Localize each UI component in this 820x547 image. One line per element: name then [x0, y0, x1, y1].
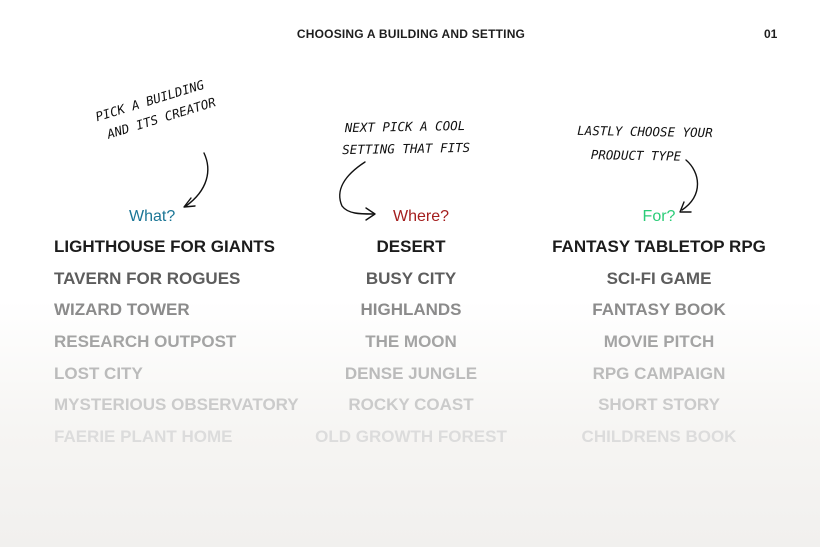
option-item[interactable]: OLD GROWTH FOREST: [315, 427, 507, 447]
page-number: 01: [764, 27, 778, 41]
option-item[interactable]: CHILDRENS BOOK: [581, 427, 737, 447]
option-item[interactable]: RESEARCH OUTPOST: [54, 332, 237, 352]
column-where: Where? DESERT BUSY CITY HIGHLANDS THE MO…: [300, 206, 522, 456]
option-item[interactable]: WIZARD TOWER: [54, 300, 190, 320]
option-item[interactable]: MOVIE PITCH: [603, 332, 715, 352]
option-item[interactable]: MYSTERIOUS OBSERVATORY: [54, 395, 299, 415]
option-item[interactable]: HIGHLANDS: [360, 300, 462, 320]
option-item[interactable]: SCI-FI GAME: [606, 268, 712, 288]
handwritten-note-product: LASTLY CHOOSE YOUR PRODUCT TYPE: [577, 119, 713, 169]
column-what: What? LIGHTHOUSE FOR GIANTS TAVERN FOR R…: [54, 206, 314, 456]
option-item[interactable]: DENSE JUNGLE: [344, 363, 478, 383]
page-title: CHOOSING A BUILDING AND SETTING: [296, 27, 526, 41]
option-item[interactable]: FAERIE PLANT HOME: [54, 427, 233, 447]
option-item[interactable]: SHORT STORY: [598, 395, 720, 415]
handwritten-note-setting: NEXT PICK A COOL SETTING THAT FITS: [342, 115, 471, 161]
column-heading-what: What?: [129, 208, 176, 225]
option-item[interactable]: BUSY CITY: [365, 268, 457, 288]
column-heading-for: For?: [642, 208, 676, 225]
option-item[interactable]: ROCKY COAST: [348, 395, 474, 415]
note-line: NEXT PICK A COOL: [344, 117, 466, 136]
note-line: LASTLY CHOOSE YOUR: [577, 122, 713, 141]
column-for: For? FANTASY TABLETOP RPG SCI-FI GAME FA…: [548, 206, 770, 456]
option-item[interactable]: LOST CITY: [54, 363, 143, 383]
option-item[interactable]: FANTASY TABLETOP RPG: [552, 237, 766, 256]
handwritten-note-building: PICK A BUILDING AND ITS CREATOR: [93, 73, 218, 146]
option-item[interactable]: TAVERN FOR ROGUES: [54, 268, 241, 288]
column-heading-where: Where?: [392, 208, 450, 225]
option-item[interactable]: THE MOON: [365, 332, 457, 352]
note-line: PRODUCT TYPE: [590, 147, 682, 164]
option-item[interactable]: FANTASY BOOK: [592, 300, 726, 320]
option-item[interactable]: DESERT: [376, 237, 446, 256]
option-item[interactable]: RPG CAMPAIGN: [592, 363, 726, 383]
option-item[interactable]: LIGHTHOUSE FOR GIANTS: [54, 237, 275, 256]
arrow-what: [185, 152, 209, 207]
note-line: SETTING THAT FITS: [342, 139, 471, 158]
